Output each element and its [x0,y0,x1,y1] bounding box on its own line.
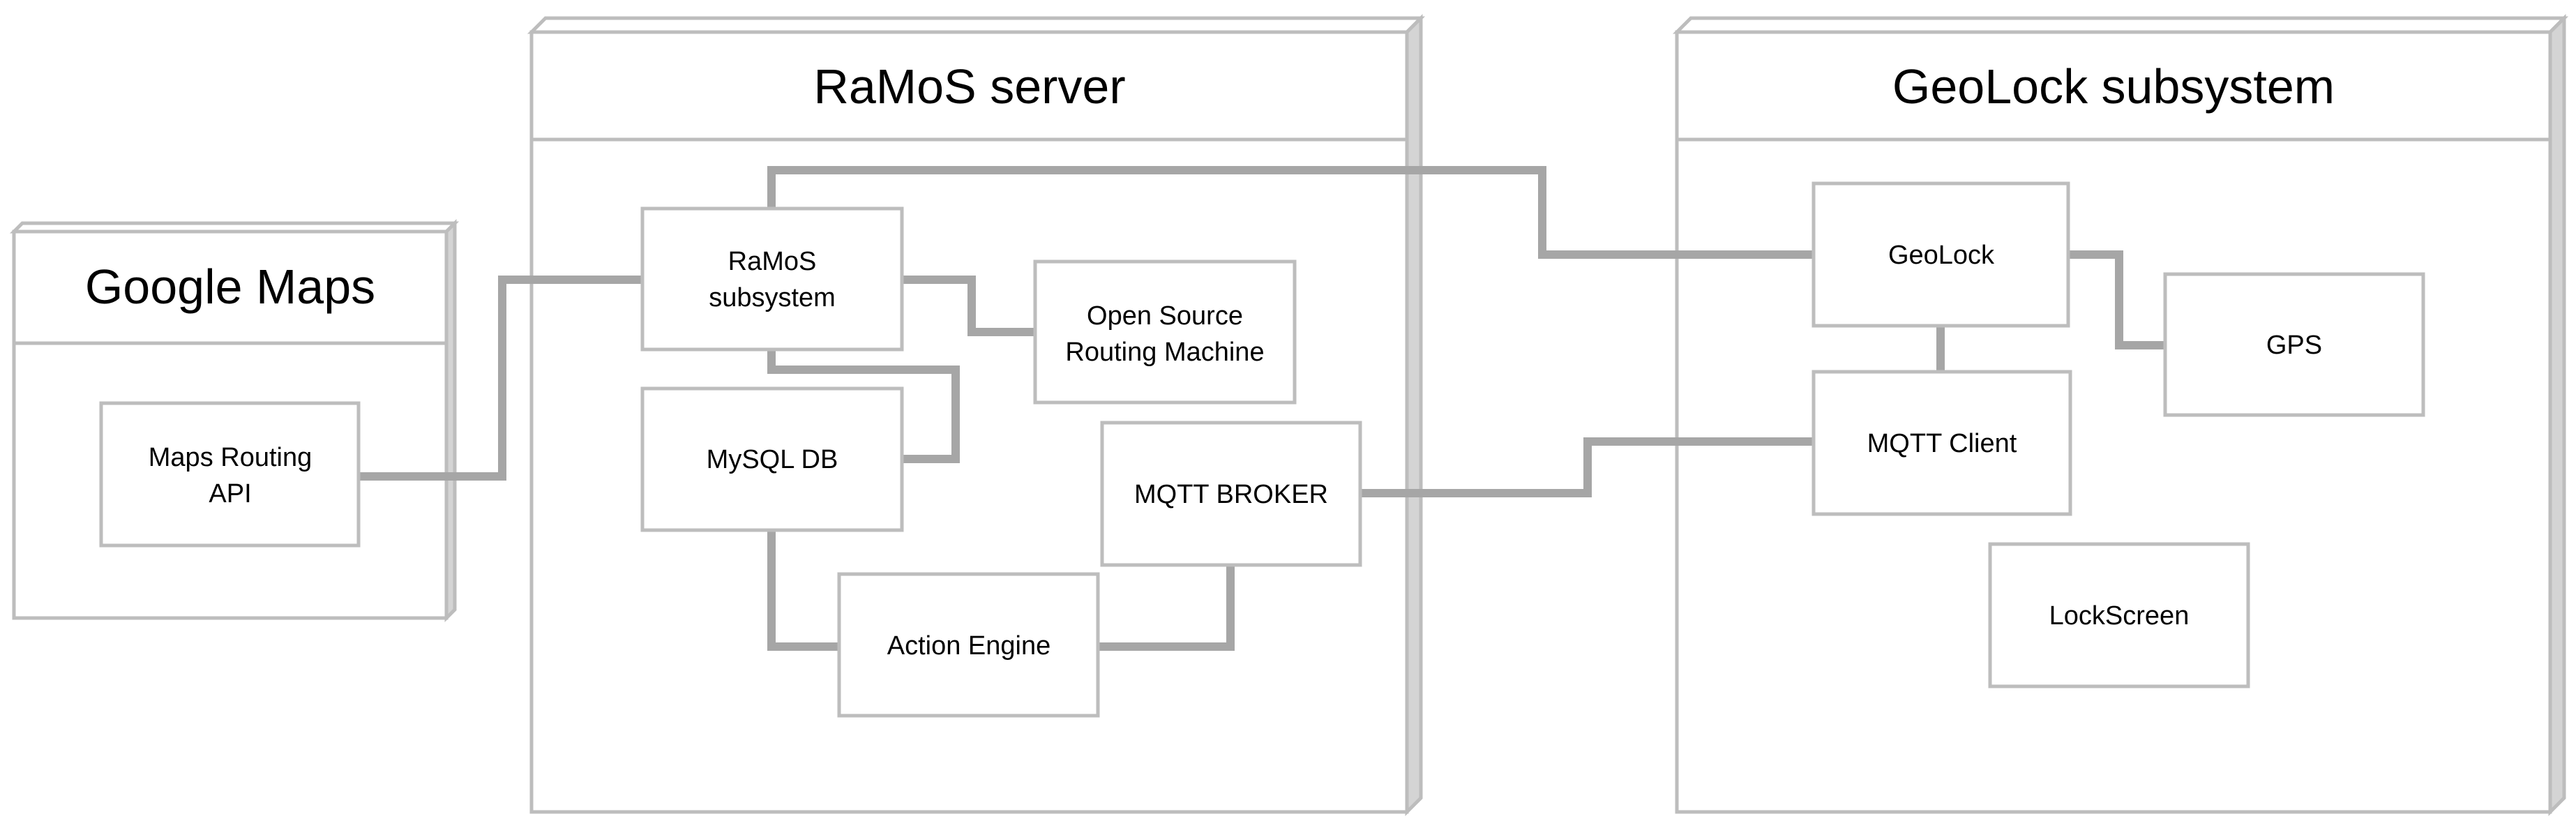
component-open-source-routing-machine: Open Source Routing Machine [1033,259,1297,405]
connector-broker-to-mqtt-client [1360,437,1814,497]
component-geolock: GeoLock [1812,181,2070,328]
svg-text:Open Source: Open Source [1087,301,1243,331]
svg-text:subsystem: subsystem [709,283,836,312]
node-google-maps: Google Maps [9,218,460,623]
connector-ramos-to-geolock [767,166,1814,259]
svg-text:Action Engine: Action Engine [887,631,1051,661]
node-title-google-maps: Google Maps [85,259,375,314]
node-title-ramos-server: RaMoS server [813,59,1125,114]
component-action-engine: Action Engine [837,572,1100,718]
component-ramos-subsystem: RaMoS subsystem [640,206,904,352]
svg-text:API: API [209,479,251,509]
connector-geolock-to-gps [2068,250,2165,349]
component-lockscreen: LockScreen [1988,542,2250,688]
svg-text:MQTT BROKER: MQTT BROKER [1134,480,1328,509]
svg-text:LockScreen: LockScreen [2049,601,2190,631]
component-mysql-db: MySQL DB [640,386,904,532]
svg-text:GeoLock: GeoLock [1888,241,1995,270]
connector-mysql-to-action-engine [767,530,839,651]
component-mqtt-client: MQTT Client [1812,370,2072,516]
component-mqtt-broker: MQTT BROKER [1100,421,1362,567]
svg-text:MQTT Client: MQTT Client [1867,429,2017,458]
svg-text:GPS: GPS [2266,331,2322,360]
connector-action-engine-to-broker [1098,565,1235,651]
node-title-geolock-subsystem: GeoLock subsystem [1892,59,2335,114]
svg-text:MySQL DB: MySQL DB [707,445,838,474]
svg-text:RaMoS: RaMoS [728,247,817,276]
component-maps-routing-api: Maps Routing API [99,401,361,548]
svg-text:Routing Machine: Routing Machine [1065,338,1264,367]
connector-maps-api-to-ramos [359,276,642,481]
svg-text:Maps Routing: Maps Routing [149,443,312,472]
connectors [359,166,2165,651]
connector-ramos-to-osrm [902,276,1035,336]
component-gps: GPS [2163,272,2425,417]
node-geolock-subsystem: GeoLock subsystem [1672,13,2569,817]
connector-ramos-to-mysql [767,349,960,463]
